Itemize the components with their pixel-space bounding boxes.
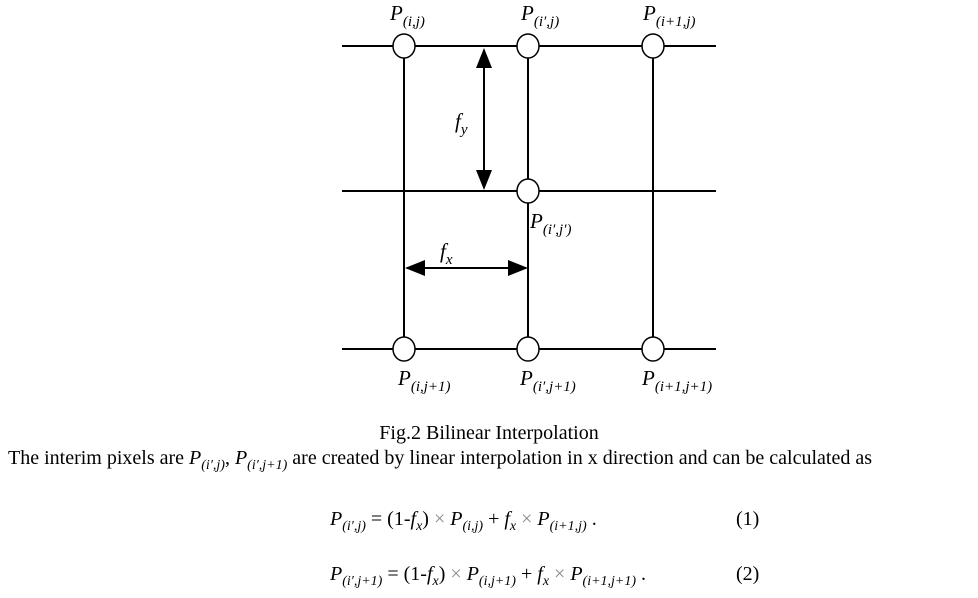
pixel-node — [641, 336, 665, 362]
label-p-ij: P(i,j) — [389, 1, 425, 30]
pixel-node — [516, 33, 540, 59]
label-fx: fx — [440, 239, 453, 268]
figure-caption: Fig.2 Bilinear Interpolation — [379, 422, 599, 444]
body-paragraph: The interim pixels are P(i′,j), P(i′,j+1… — [8, 447, 873, 473]
equation-2: P(i′,j+1) = (1-fx) × P(i,j+1) + fx × P(i… — [330, 563, 647, 589]
pixel-node — [392, 336, 416, 362]
label-p-i1j1: P(i+1,j+1) — [641, 366, 712, 395]
pixel-node — [641, 33, 665, 59]
label-p-ipjp: P(i′,j′) — [529, 209, 571, 238]
label-p-i1j: P(i+1,j) — [642, 1, 696, 30]
bilinear-diagram: P(i,j) P(i′,j) P(i+1,j) P(i′,j′) P(i,j+1… — [342, 1, 716, 395]
pixel-node — [516, 178, 540, 204]
label-p-ipj1: P(i′,j+1) — [519, 366, 576, 395]
equation-1: P(i′,j) = (1-fx) × P(i,j) + fx × P(i+1,j… — [330, 508, 597, 534]
equation-2-number: (2) — [736, 563, 760, 585]
pixel-node — [392, 33, 416, 59]
label-p-ipj: P(i′,j) — [520, 1, 559, 30]
label-fy: fy — [455, 109, 468, 138]
equation-1-number: (1) — [736, 508, 760, 530]
label-p-ij1: P(i,j+1) — [397, 366, 451, 395]
pixel-node — [516, 336, 540, 362]
